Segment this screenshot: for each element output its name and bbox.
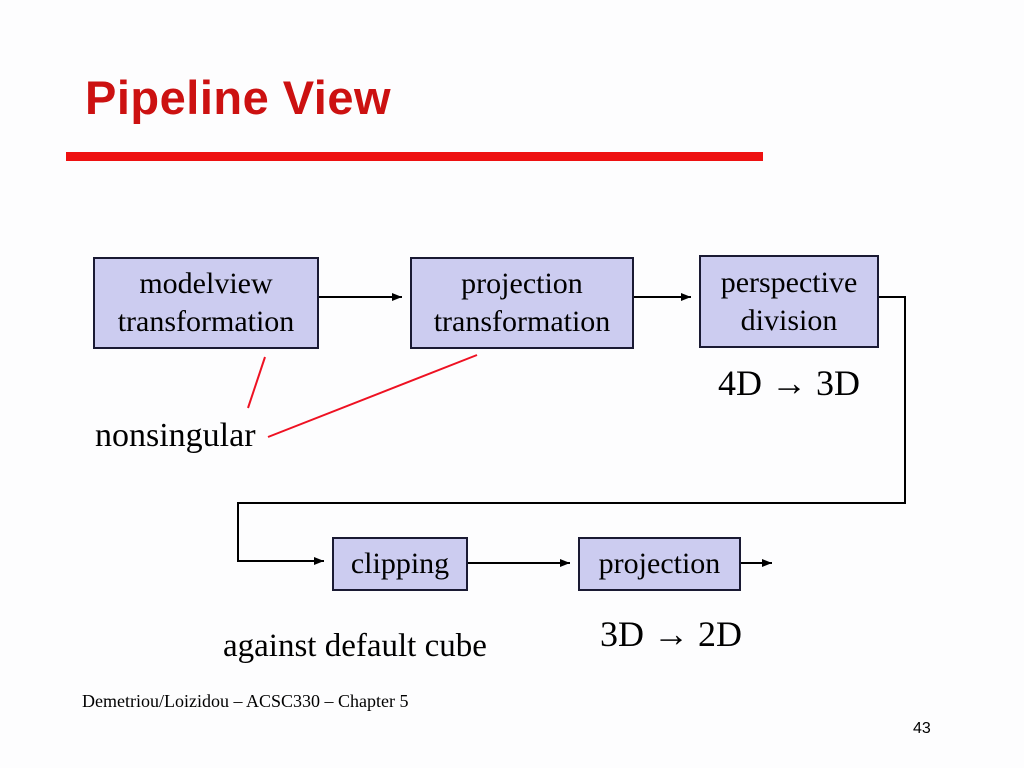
label-3d-to-2d: 3D → 2D [600, 614, 742, 654]
box-clipping: clipping [332, 537, 468, 591]
label-4d-to-3d: 4D → 3D [718, 363, 860, 403]
box-perspective-division: perspective division [699, 255, 879, 348]
title-underline-rule [66, 152, 763, 161]
page-title: Pipeline View [85, 71, 392, 124]
box-projection-transformation: projection transformation [410, 257, 634, 349]
box-modelview-transformation: modelview transformation [93, 257, 319, 349]
callout-line-nonsingular-to-projection-transformation-icon [267, 354, 478, 438]
page-number: 43 [913, 720, 931, 737]
box-projection: projection [578, 537, 741, 591]
callout-line-nonsingular-to-modelview-icon [247, 356, 266, 409]
footer-credit: Demetriou/Loizidou – ACSC330 – Chapter 5 [82, 691, 409, 711]
label-nonsingular: nonsingular [95, 417, 256, 454]
label-against-default-cube: against default cube [223, 628, 487, 664]
